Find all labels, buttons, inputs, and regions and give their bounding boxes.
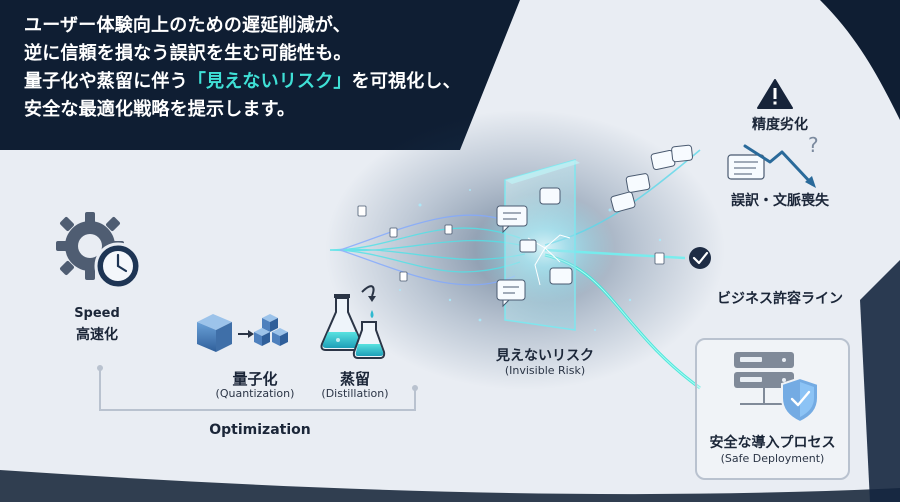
distillation-label-ja: 蒸留 bbox=[339, 370, 370, 388]
safe-deployment-label-en: (Safe Deployment) bbox=[720, 452, 825, 465]
server-shield-icon bbox=[734, 352, 819, 424]
speed-label-en: Speed bbox=[74, 306, 120, 321]
safe-deployment-card bbox=[695, 338, 850, 480]
distillation-label-en: (Distillation) bbox=[321, 387, 389, 400]
check-icon bbox=[689, 247, 711, 269]
scattered-speech-bubbles bbox=[610, 144, 693, 213]
optimization-bracket bbox=[99, 370, 416, 411]
headline: ユーザー体験向上のための遅延削減が、 逆に信頼を損なう誤訳を生む可能性も。 量子… bbox=[24, 12, 494, 124]
converging-streams bbox=[329, 214, 526, 286]
business-waveform bbox=[739, 235, 829, 279]
quantization-icon bbox=[197, 314, 288, 352]
gear-clock-icon bbox=[56, 212, 142, 290]
degradation-icon: ? bbox=[727, 133, 819, 188]
mistranslation-label: 誤訳・文脈喪失 bbox=[731, 193, 829, 209]
accuracy-degradation-label: 精度劣化 bbox=[752, 117, 808, 133]
document-icons bbox=[357, 205, 665, 282]
headline-line-3-post: を可視化し、 bbox=[351, 71, 461, 92]
warning-icon bbox=[757, 79, 793, 109]
svg-text:?: ? bbox=[808, 133, 819, 157]
corner-bottom bbox=[0, 470, 900, 502]
invisible-risk-panel bbox=[496, 159, 580, 331]
header-panel-shape bbox=[0, 0, 520, 150]
signal-waveform bbox=[139, 189, 341, 311]
invisible-risk-label-ja: 見えないリスク bbox=[496, 348, 594, 364]
headline-line-3: 量子化や蒸留に伴う「見えないリスク」を可視化し、 bbox=[24, 68, 494, 96]
quantization-label-en: (Quantization) bbox=[215, 387, 295, 400]
headline-line-1: ユーザー体験向上のための遅延削減が、 bbox=[24, 15, 351, 36]
corner-top-right bbox=[820, 0, 900, 120]
header-panel: ユーザー体験向上のための遅延削減が、 逆に信頼を損なう誤訳を生む可能性も。 量子… bbox=[0, 0, 520, 150]
quantization-label-ja: 量子化 bbox=[232, 370, 278, 388]
distillation-icon bbox=[320, 285, 386, 359]
speed-label-ja: 高速化 bbox=[76, 327, 118, 343]
headline-line-2: 逆に信頼を損なう誤訳を生む可能性も。 bbox=[24, 43, 352, 64]
optimization-label: Optimization bbox=[209, 422, 311, 438]
business-line-label: ビジネス許容ライン bbox=[717, 291, 843, 307]
headline-line-4: 安全な最適化戦略を提示します。 bbox=[24, 99, 296, 120]
safe-deployment-label-ja: 安全な導入プロセス bbox=[709, 435, 836, 451]
invisible-risk-label-en: (Invisible Risk) bbox=[504, 364, 586, 377]
headline-highlight: 「見えないリスク」 bbox=[187, 71, 352, 92]
headline-line-3-pre: 量子化や蒸留に伴う bbox=[24, 71, 188, 92]
